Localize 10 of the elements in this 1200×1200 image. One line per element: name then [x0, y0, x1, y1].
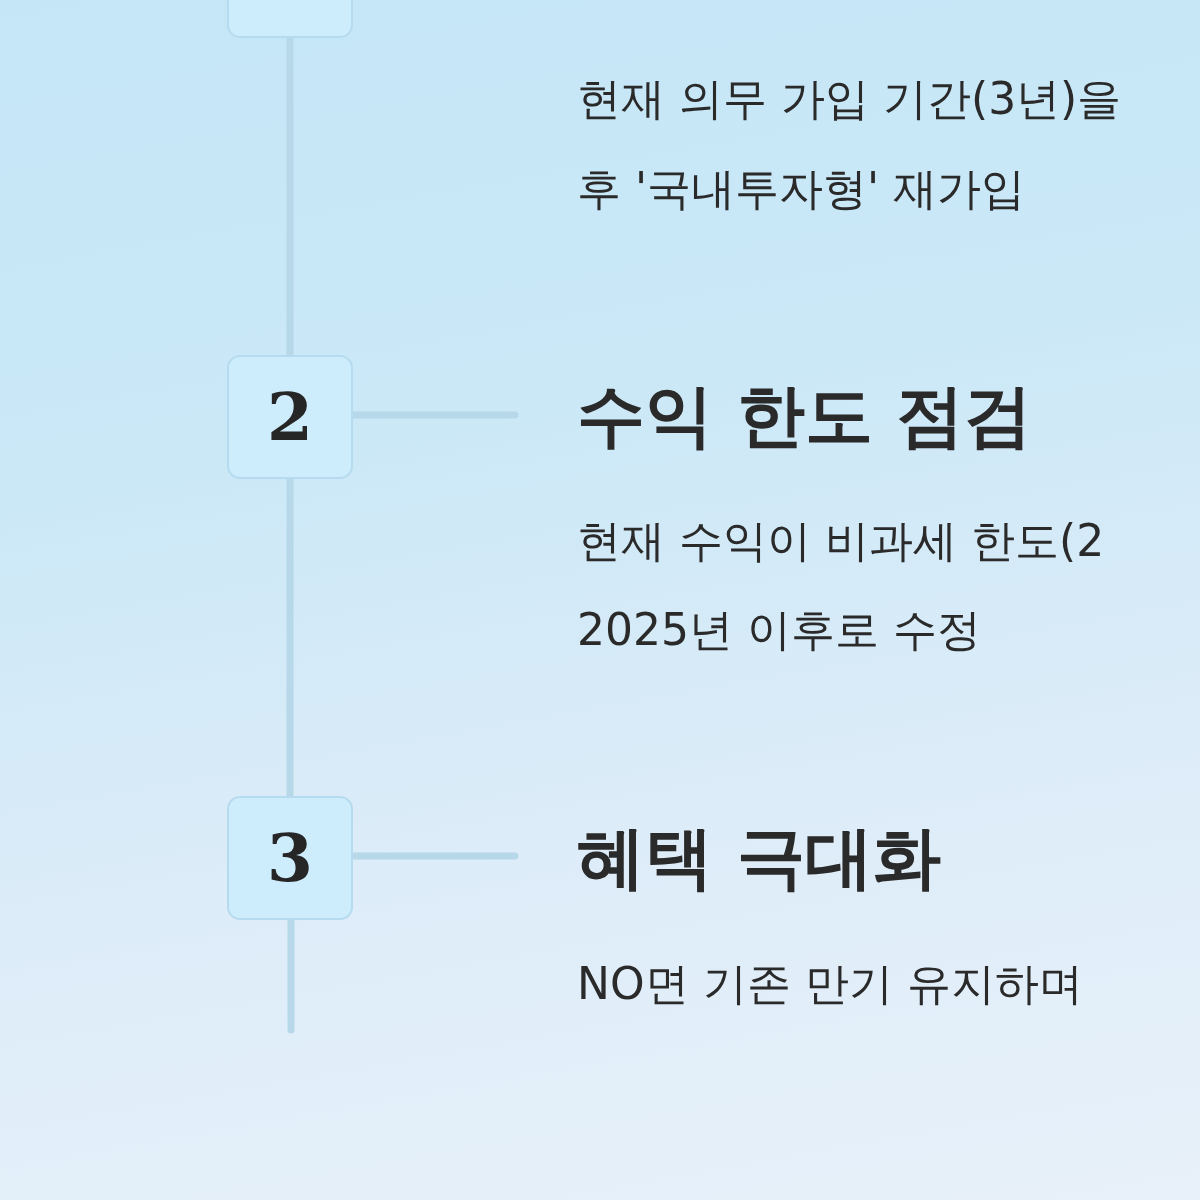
step-number: 3	[267, 819, 313, 897]
step-description: 현재 수익이 비과세 한도(2	[577, 514, 1105, 568]
step-description: 후 '국내투자형' 재가입	[577, 162, 1026, 216]
step-heading: 혜택 극대화	[577, 817, 941, 899]
step-description: 2025년 이후로 수정	[577, 603, 981, 657]
step-number: 2	[267, 378, 313, 456]
step-heading: 수익 한도 점검	[577, 375, 1033, 457]
step-description: 현재 의무 가입 기간(3년)을	[577, 72, 1122, 126]
step-number-box	[227, 796, 353, 920]
step-description: NO면 기존 만기 유지하며	[577, 957, 1083, 1011]
